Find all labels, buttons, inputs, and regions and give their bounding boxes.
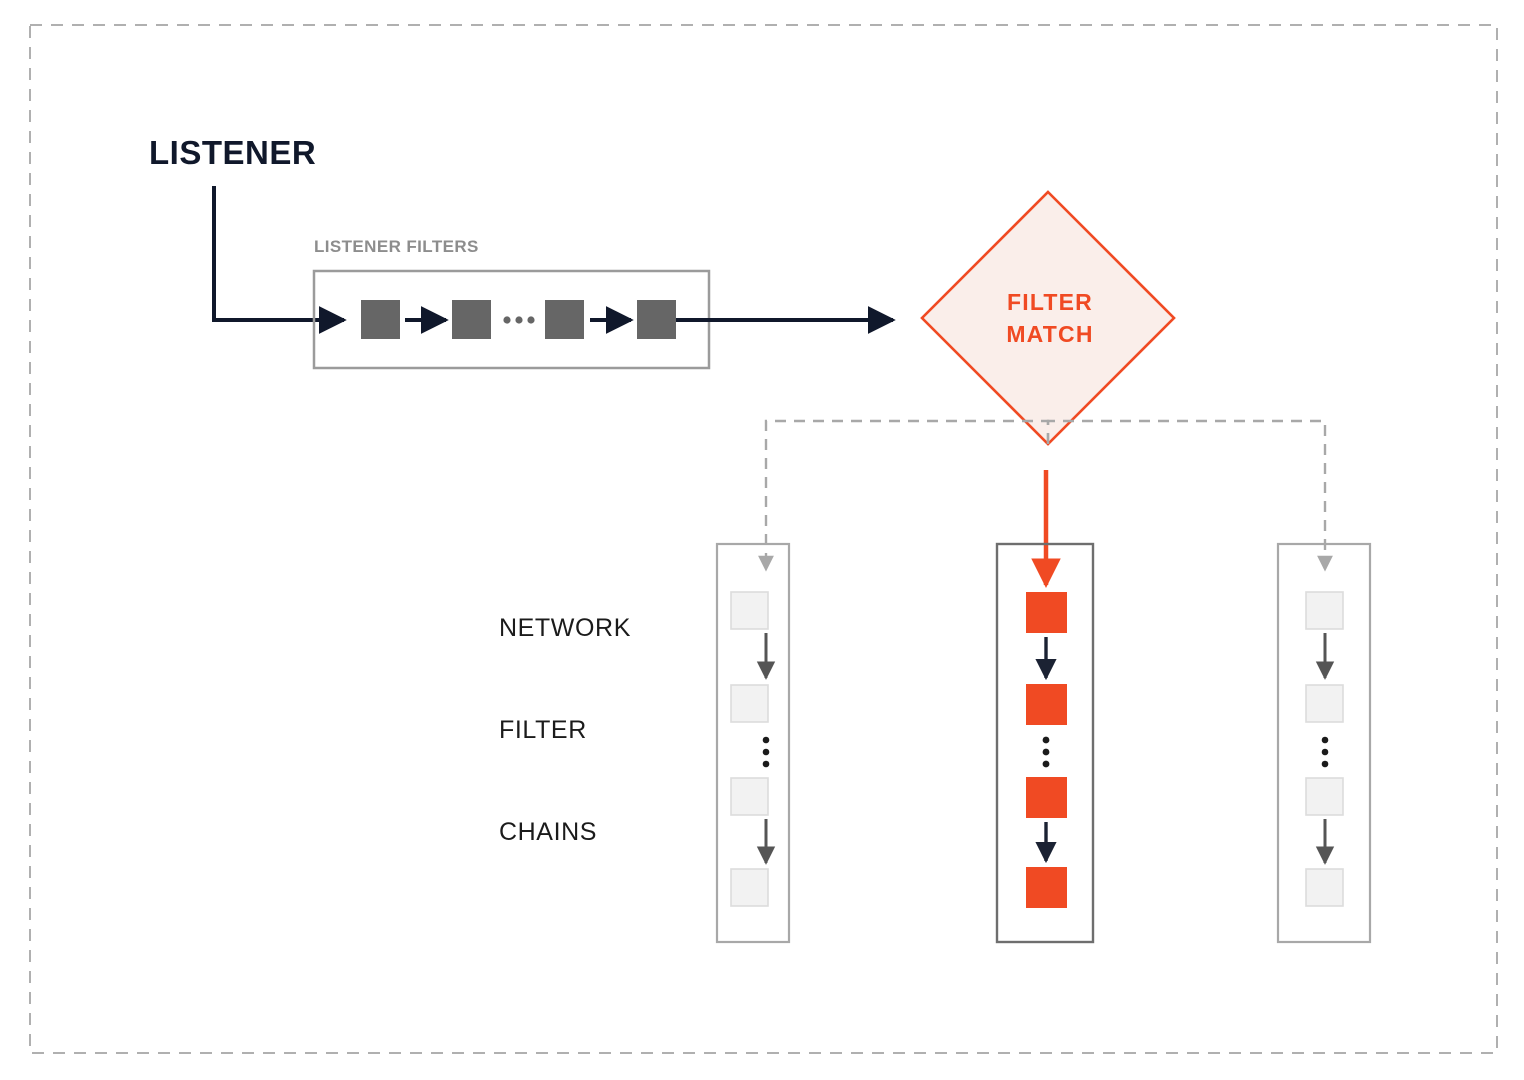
filter-match-label-line1: FILTER <box>1007 289 1093 315</box>
chain-right-chip-4 <box>1305 868 1344 907</box>
chain-selected-chip-3 <box>1026 777 1067 818</box>
chain-right-chip-2 <box>1305 684 1344 723</box>
diagram-boundary <box>29 24 1498 1054</box>
listener-filter-4 <box>637 300 676 339</box>
network-filter-chains-label: NETWORK FILTER CHAINS <box>499 543 631 917</box>
nfc-label-line3: CHAINS <box>499 818 598 846</box>
filter-match-label-line2: MATCH <box>1006 321 1094 347</box>
chain-selected-chip-1 <box>1026 592 1067 633</box>
chain-selected-ellipsis-icon <box>1042 736 1050 768</box>
listener-title: LISTENER <box>149 134 317 171</box>
chain-right-chip-3 <box>1305 777 1344 816</box>
nfc-label-line1: NETWORK <box>499 614 631 642</box>
chain-left-chip-1 <box>730 591 769 630</box>
filter-match-label: FILTER MATCH <box>960 286 1140 350</box>
chain-right-ellipsis-icon <box>1321 736 1329 768</box>
listener-filters-title: LISTENER FILTERS <box>314 237 479 256</box>
listener-filter-2 <box>452 300 491 339</box>
branch-line-right <box>1046 419 1333 572</box>
listener-filters-ellipsis-icon <box>503 316 535 324</box>
chain-left-chip-3 <box>730 777 769 816</box>
network-filter-chain-selected[interactable] <box>995 542 1095 944</box>
listener-filter-1 <box>361 300 400 339</box>
chain-selected-chip-4 <box>1026 867 1067 908</box>
chain-left-ellipsis-icon <box>762 736 770 768</box>
chain-right-chip-1 <box>1305 591 1344 630</box>
chain-left-chip-2 <box>730 684 769 723</box>
chain-left-chip-4 <box>730 868 769 907</box>
nfc-label-line2: FILTER <box>499 716 587 744</box>
chain-selected-chip-2 <box>1026 684 1067 725</box>
network-filter-chain-left[interactable] <box>715 542 791 944</box>
listener-filter-3 <box>545 300 584 339</box>
listener-elbow-connector <box>212 186 347 334</box>
branch-line-left <box>758 419 1050 572</box>
network-filter-chain-right[interactable] <box>1276 542 1372 944</box>
